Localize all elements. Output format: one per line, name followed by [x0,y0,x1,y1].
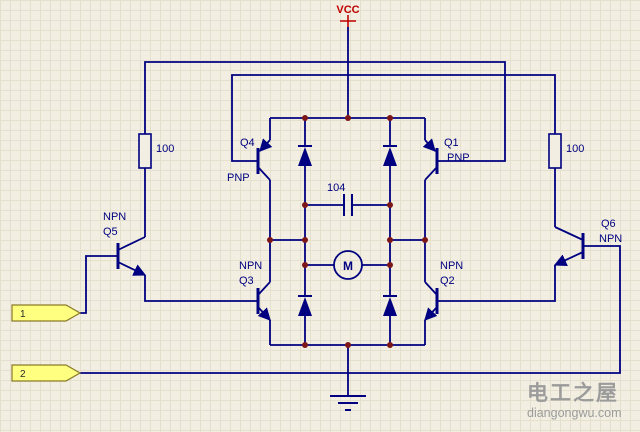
junction-dot [345,342,351,348]
transistor-q5-collector [117,236,146,251]
resistor-r1-body [138,133,152,169]
transistor-q2: NPN Q2 [424,260,463,321]
junction-dot [387,342,393,348]
wire-q5-emitter-to-q3-base [144,275,258,302]
watermark-site-url: diangongwu.com [527,406,622,421]
junction-dot [302,115,308,121]
vcc-label: VCC [336,4,359,16]
connector-input-2-shape [11,364,82,382]
transistor-q1-emitter [422,138,436,152]
resistor-r2-value: 100 [566,143,584,155]
watermark: 电工之屋 diangongwu.com [527,382,622,421]
transistor-q5-emitter [117,261,147,276]
junction-dot [387,202,393,208]
transistor-q1-ref: Q1 [444,137,459,149]
ground-bars-icon [330,395,366,411]
transistor-q6-type: NPN [599,233,622,245]
motor: M [333,250,363,280]
resistor-r1-value: 100 [156,143,174,155]
junction-dot [302,202,308,208]
capacitor-c1-plates [343,194,353,216]
junction-dot [387,115,393,121]
capacitor-c1-value: 104 [327,182,345,194]
capacitor-c1: 104 [327,182,353,216]
wire-cross-coupling-a [144,61,506,162]
diode-bottom-left-triangle [298,297,312,316]
diode-top-left-triangle [298,147,312,166]
junction-dot [387,262,393,268]
transistor-q2-emitter [424,306,438,321]
wire-input1-to-q5-base [80,255,118,314]
transistor-q6-emitter [553,251,584,266]
transistor-q4: Q4 PNP [227,137,273,184]
junction-dot [267,237,273,243]
diode-bottom-right [383,295,397,316]
transistor-q1-collector [424,166,438,181]
junction-dot [302,237,308,243]
ground-symbol [330,395,366,411]
transistor-q3-collector [257,281,271,296]
transistor-q3-emitter [257,306,271,321]
junction-dot [302,342,308,348]
wires [80,27,621,396]
vcc-power-cross-icon [340,15,356,27]
connector-input-2-label: 2 [20,369,26,380]
transistor-q6: Q6 NPN [553,218,622,266]
diode-top-left [298,145,312,166]
transistor-q2-type: NPN [440,260,463,272]
diode-top-right [383,145,397,166]
diode-bottom-left [298,295,312,316]
transistor-q1-type: PNP [447,152,470,164]
transistor-q2-collector [424,281,438,296]
junction-dots [267,115,428,348]
diode-bottom-right-triangle [383,297,397,316]
junction-dot [345,115,351,121]
junction-dot [387,237,393,243]
transistor-q4-type: PNP [227,172,250,184]
vcc-terminal: VCC [336,4,360,27]
junction-dot [302,262,308,268]
transistor-q4-ref: Q4 [240,137,255,149]
junction-dot [422,237,428,243]
watermark-site-name: 电工之屋 [527,382,619,405]
connector-input-1: 1 [11,304,82,322]
transistor-q5-type: NPN [103,211,126,223]
transistor-q2-ref: Q2 [440,275,455,287]
resistor-r1: 100 [138,133,174,169]
transistor-q6-ref: Q6 [601,218,616,230]
motor-body [333,250,363,280]
transistor-q4-emitter [259,138,273,152]
motor-label: M [343,259,353,273]
transistor-q1: Q1 PNP [422,137,470,181]
connector-input-1-label: 1 [20,309,26,320]
resistor-r2: 100 [548,133,584,169]
connector-input-2: 2 [11,364,82,382]
diode-top-right-triangle [383,147,397,166]
transistor-q6-collector [554,226,584,241]
transistor-q5: NPN Q5 [103,211,147,276]
resistor-r2-body [548,133,562,169]
connector-input-1-shape [11,304,82,322]
wire-cross-coupling-b [231,74,556,162]
transistor-q4-collector [257,166,271,181]
wire-input2-to-q6-base [80,245,621,374]
transistor-q5-ref: Q5 [103,226,118,238]
transistor-q3: NPN Q3 [239,260,271,321]
transistor-q3-type: NPN [239,260,262,272]
transistor-q3-ref: Q3 [239,275,254,287]
wire-q6-emitter-to-q2-base [437,265,556,302]
